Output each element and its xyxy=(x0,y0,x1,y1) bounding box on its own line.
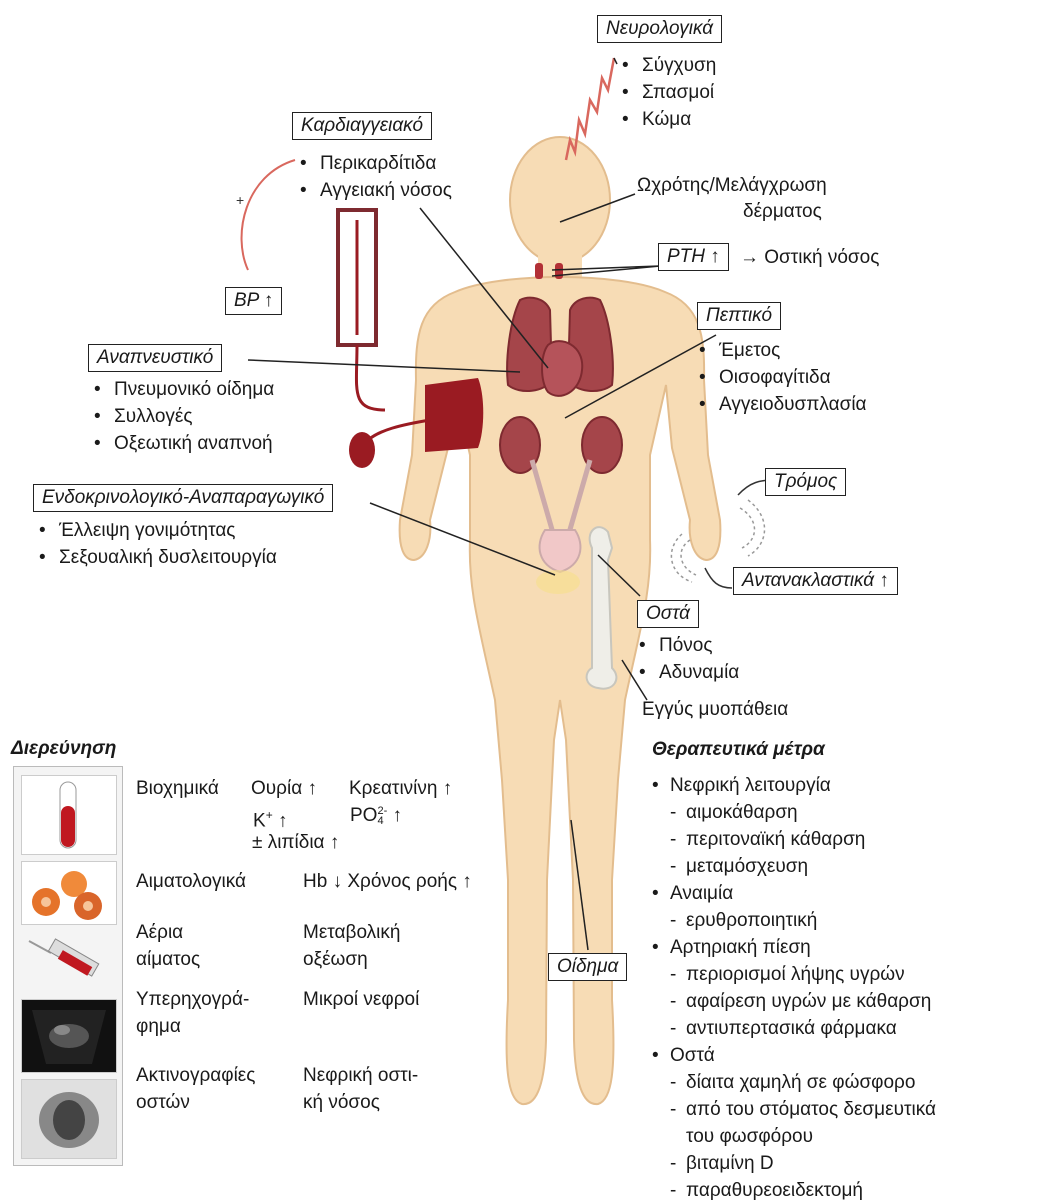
skin-label-line1: Ωχρότης/Μελάγχρωση xyxy=(637,172,827,199)
list-item: Έλλειψη γονιμότητας xyxy=(37,517,277,544)
ultrasound-image xyxy=(21,999,117,1073)
xray-label-1: Ακτινογραφίες xyxy=(136,1062,255,1089)
xray-label-2: οστών xyxy=(136,1089,190,1116)
list-item: Σεξουαλική δυσλειτουργία xyxy=(37,544,277,571)
investigation-heading: Διερεύνηση xyxy=(11,738,116,760)
therapy-item: ερυθροποιητική xyxy=(650,907,936,934)
therapy-item: αφαίρεση υγρών με κάθαρση xyxy=(650,988,936,1015)
therapy-category: Αρτηριακή πίεση xyxy=(650,934,936,961)
gi-list: Έμετος Οισοφαγίτιδα Αγγειοδυσπλασία xyxy=(697,337,867,418)
ultrasound-label-1: Υπερηχογρά- xyxy=(136,986,249,1013)
hematology-label: Αιματολογικά xyxy=(136,868,246,895)
therapy-item: δίαιτα χαμηλή σε φώσφορο xyxy=(650,1069,936,1096)
myopathy-label: Εγγύς μυοπάθεια xyxy=(642,696,788,723)
tremor-box: Τρόμος xyxy=(765,468,846,496)
therapy-item: περιορισμοί λήψης υγρών xyxy=(650,961,936,988)
svg-text:+: + xyxy=(236,192,244,208)
therapy-item: μεταμόσχευση xyxy=(650,853,936,880)
syringe-image xyxy=(21,931,115,991)
investigation-thumbnails xyxy=(13,766,123,1166)
therapy-heading: Θεραπευτικά μέτρα xyxy=(652,739,825,761)
therapy-item: αντιυπερτασικά φάρμακα xyxy=(650,1015,936,1042)
list-item: Έμετος xyxy=(697,337,867,364)
blood-cells-image xyxy=(21,861,117,925)
biochem-urea: Ουρία ↑ xyxy=(251,775,317,802)
biochem-lipids: ± λιπίδια ↑ xyxy=(252,829,339,856)
endo-list: Έλλειψη γονιμότητας Σεξουαλική δυσλειτου… xyxy=(37,517,277,571)
list-item: Οισοφαγίτιδα xyxy=(697,364,867,391)
biochem-creatinine: Κρεατινίνη ↑ xyxy=(349,775,452,802)
therapy-item: παραθυρεοειδεκτομή xyxy=(650,1177,936,1204)
blood-gas-label-1: Αέρια xyxy=(136,919,183,946)
list-item: Πνευμονικό οίδημα xyxy=(92,376,274,403)
list-item: Συλλογές xyxy=(92,403,274,430)
list-item: Οξεωτική αναπνοή xyxy=(92,430,274,457)
list-item: Αδυναμία xyxy=(637,659,739,686)
therapy-category: Οστά xyxy=(650,1042,936,1069)
cardio-title-box: Καρδιαγγειακό xyxy=(292,112,432,140)
neuro-zigzag xyxy=(566,58,614,160)
therapy-list: Νεφρική λειτουργία αιμοκάθαρση περιτοναϊ… xyxy=(650,772,936,1204)
pth-effect: → Οστική νόσος xyxy=(740,244,879,271)
edema-box: Οίδημα xyxy=(548,953,627,981)
therapy-category: Αναιμία xyxy=(650,880,936,907)
list-item: Σύγχυση xyxy=(620,52,716,79)
blood-gas-label-2: αίματος xyxy=(136,946,200,973)
list-item: Περικαρδίτιδα xyxy=(298,150,452,177)
neuro-title-box: Νευρολογικά xyxy=(597,15,722,43)
blood-gas-value-1: Μεταβολική xyxy=(303,919,400,946)
biochem-label: Βιοχημικά xyxy=(136,775,219,802)
list-item: Κώμα xyxy=(620,106,716,133)
therapy-item: από του στόματος δεσμευτικά xyxy=(650,1096,936,1123)
bone-xray-image xyxy=(21,1079,117,1159)
ultrasound-value: Μικροί νεφροί xyxy=(303,986,419,1013)
pth-box: PTH ↑ xyxy=(658,243,729,271)
skin-label-line2: δέρματος xyxy=(743,198,822,225)
therapy-category: Νεφρική λειτουργία xyxy=(650,772,936,799)
bp-box: BP ↑ xyxy=(225,287,282,315)
list-item: Πόνος xyxy=(637,632,739,659)
neuro-list: Σύγχυση Σπασμοί Κώμα xyxy=(620,52,716,133)
gi-title-box: Πεπτικό xyxy=(697,302,781,330)
ultrasound-label-2: φημα xyxy=(136,1013,181,1040)
resp-list: Πνευμονικό οίδημα Συλλογές Οξεωτική αναπ… xyxy=(92,376,274,457)
list-item: Σπασμοί xyxy=(620,79,716,106)
therapy-item: αιμοκάθαρση xyxy=(650,799,936,826)
therapy-item: περιτοναϊκή κάθαρση xyxy=(650,826,936,853)
xray-value-2: κή νόσος xyxy=(303,1089,380,1116)
list-item: Αγγειακή νόσος xyxy=(298,177,452,204)
bones-list: Πόνος Αδυναμία xyxy=(637,632,739,686)
therapy-item: βιταμίνη D xyxy=(650,1150,936,1177)
cardio-list: Περικαρδίτιδα Αγγειακή νόσος xyxy=(298,150,452,204)
resp-title-box: Αναπνευστικό xyxy=(88,344,222,372)
therapy-item-continuation: του φωσφόρου xyxy=(650,1123,936,1150)
endo-title-box: Ενδοκρινολογικό-Αναπαραγωγικό xyxy=(33,484,333,512)
blood-tube-image xyxy=(21,775,117,855)
bones-title-box: Οστά xyxy=(637,600,699,628)
biochem-phosphate: PO2-4 ↑ xyxy=(350,802,402,829)
hematology-values: Hb ↓ Χρόνος ροής ↑ xyxy=(303,868,472,895)
blood-gas-value-2: οξέωση xyxy=(303,946,368,973)
list-item: Αγγειοδυσπλασία xyxy=(697,391,867,418)
xray-value-1: Νεφρική οστι- xyxy=(303,1062,418,1089)
reflex-box: Αντανακλαστικά ↑ xyxy=(733,567,898,595)
